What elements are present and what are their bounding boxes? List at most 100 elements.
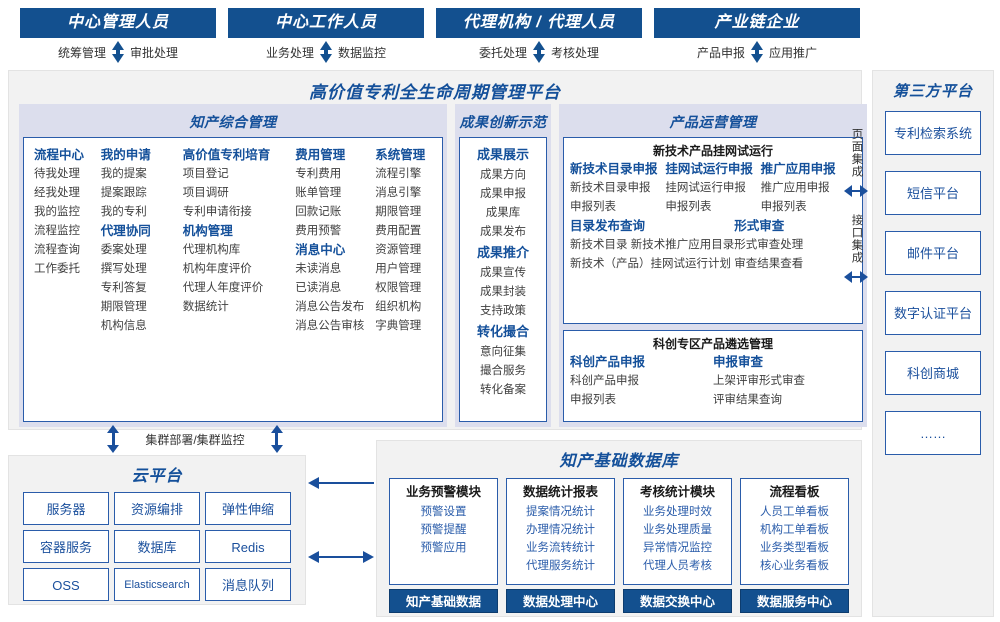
- menu-item[interactable]: 数据统计: [182, 301, 229, 313]
- menu-item[interactable]: 成果申报: [480, 188, 526, 200]
- menu-item[interactable]: 账单管理: [295, 187, 342, 199]
- menu-item[interactable]: 权限管理: [375, 282, 422, 294]
- menu-item[interactable]: 成果宣传: [480, 267, 526, 279]
- menu-item[interactable]: 申报列表: [570, 201, 616, 213]
- menu-item[interactable]: 流程监控: [34, 225, 80, 237]
- menu-item[interactable]: 新技术目录 新技术推广应用目录: [570, 239, 735, 251]
- third-party-item[interactable]: ……: [885, 411, 981, 455]
- cloud-cell[interactable]: Redis: [205, 530, 291, 563]
- third-party-item[interactable]: 专利检索系统: [885, 111, 981, 155]
- role-arrow-icon: [751, 41, 763, 63]
- menu-item[interactable]: 申报列表: [760, 201, 807, 213]
- cloud-cell[interactable]: 数据库: [114, 530, 200, 563]
- menu-item[interactable]: 推广应用申报: [760, 182, 830, 194]
- menu-item[interactable]: 形式审查处理: [734, 239, 804, 251]
- menu-item[interactable]: 消息引擎: [375, 187, 422, 199]
- menu-item[interactable]: 委案处理: [100, 244, 147, 256]
- menu-item[interactable]: 待我处理: [34, 168, 80, 180]
- menu-item[interactable]: 我的监控: [34, 206, 80, 218]
- menu-item[interactable]: 流程查询: [34, 244, 80, 256]
- cloud-cell[interactable]: 服务器: [23, 492, 109, 525]
- cloud-cell[interactable]: 消息队列: [205, 568, 291, 601]
- cloud-cell[interactable]: Elasticsearch: [114, 568, 200, 601]
- cloud-cell[interactable]: 资源编排: [114, 492, 200, 525]
- menu-item[interactable]: 项目调研: [182, 187, 229, 199]
- menu-item[interactable]: 成果库: [485, 207, 521, 219]
- menu-item[interactable]: 成果发布: [480, 226, 526, 238]
- third-party-item[interactable]: 科创商城: [885, 351, 981, 395]
- database-item[interactable]: 预警设置: [420, 506, 467, 518]
- database-item[interactable]: 异常情况监控: [643, 542, 712, 554]
- menu-item[interactable]: 机构信息: [100, 320, 147, 332]
- menu-item[interactable]: 新技术（产品）挂网试运行计划: [570, 258, 731, 270]
- menu-item[interactable]: 申报列表: [570, 394, 616, 406]
- menu-item[interactable]: 专利申请衔接: [182, 206, 252, 218]
- menu-item[interactable]: 提案跟踪: [100, 187, 147, 199]
- database-item[interactable]: 业务流转统计: [526, 542, 595, 554]
- cloud-cell[interactable]: 容器服务: [23, 530, 109, 563]
- database-item[interactable]: 预警提醒: [420, 524, 467, 536]
- database-item[interactable]: 提案情况统计: [526, 506, 595, 518]
- menu-item[interactable]: 资源管理: [375, 244, 422, 256]
- menu-item[interactable]: 机构年度评价: [182, 263, 252, 275]
- database-item[interactable]: 代理服务统计: [526, 560, 595, 572]
- database-item[interactable]: 代理人员考核: [643, 560, 712, 572]
- menu-item[interactable]: 消息公告发布: [295, 301, 365, 313]
- database-item[interactable]: 办理情况统计: [526, 524, 595, 536]
- database-item[interactable]: 业务类型看板: [760, 542, 829, 554]
- database-item[interactable]: 预警应用: [420, 542, 467, 554]
- menu-item[interactable]: 撰写处理: [100, 263, 147, 275]
- third-party-item[interactable]: 数字认证平台: [885, 291, 981, 335]
- cloud-cell[interactable]: OSS: [23, 568, 109, 601]
- menu-item[interactable]: 工作委托: [34, 263, 80, 275]
- database-footer-button[interactable]: 数据处理中心: [506, 589, 615, 613]
- menu-item[interactable]: 上架评审形式审查: [713, 375, 805, 387]
- database-footer-button[interactable]: 数据服务中心: [740, 589, 849, 613]
- menu-item[interactable]: 未读消息: [295, 263, 342, 275]
- menu-item[interactable]: 成果封装: [480, 286, 526, 298]
- database-item[interactable]: 人员工单看板: [760, 506, 829, 518]
- menu-item[interactable]: 流程引擎: [375, 168, 422, 180]
- menu-item[interactable]: 代理机构库: [182, 244, 241, 256]
- menu-item[interactable]: 支持政策: [480, 305, 526, 317]
- menu-item[interactable]: 用户管理: [375, 263, 422, 275]
- menu-item[interactable]: 意向征集: [480, 346, 526, 358]
- menu-item[interactable]: 字典管理: [375, 320, 422, 332]
- database-item[interactable]: 业务处理时效: [643, 506, 712, 518]
- menu-item[interactable]: 申报列表: [665, 201, 712, 213]
- menu-item[interactable]: 回款记账: [295, 206, 342, 218]
- menu-group-title: 机构管理: [182, 224, 233, 238]
- menu-item[interactable]: 评审结果查询: [713, 394, 782, 406]
- database-item[interactable]: 业务处理质量: [643, 524, 712, 536]
- menu-item[interactable]: 专利答复: [100, 282, 147, 294]
- menu-item[interactable]: 期限管理: [100, 301, 147, 313]
- menu-item[interactable]: 审查结果查看: [734, 258, 804, 270]
- database-item[interactable]: 机构工单看板: [760, 524, 829, 536]
- menu-item[interactable]: 费用配置: [375, 225, 422, 237]
- cloud-cell[interactable]: 弹性伸缩: [205, 492, 291, 525]
- database-item[interactable]: 核心业务看板: [760, 560, 829, 572]
- menu-item[interactable]: 挂网试运行申报: [665, 182, 746, 194]
- menu-item[interactable]: 科创产品申报: [570, 375, 639, 387]
- menu-item[interactable]: 撮合服务: [480, 365, 526, 377]
- menu-item[interactable]: 成果方向: [480, 169, 526, 181]
- menu-item[interactable]: 新技术目录申报: [570, 182, 651, 194]
- menu-item[interactable]: 项目登记: [182, 168, 229, 180]
- menu-item[interactable]: 组织机构: [375, 301, 422, 313]
- database-footer-button[interactable]: 知产基础数据: [389, 589, 498, 613]
- menu-item[interactable]: 期限管理: [375, 206, 422, 218]
- third-party-item[interactable]: 短信平台: [885, 171, 981, 215]
- menu-item[interactable]: 费用预警: [295, 225, 342, 237]
- menu-item[interactable]: 经我处理: [34, 187, 80, 199]
- product-column: 目录发布查询新技术目录 新技术推广应用目录新技术（产品）挂网试运行计划: [570, 217, 734, 274]
- database-footer-button[interactable]: 数据交换中心: [623, 589, 732, 613]
- menu-item[interactable]: 代理人年度评价: [182, 282, 264, 294]
- menu-item[interactable]: 专利费用: [295, 168, 342, 180]
- menu-item[interactable]: 已读消息: [295, 282, 342, 294]
- menu-item[interactable]: 我的提案: [100, 168, 147, 180]
- menu-item[interactable]: 消息公告审核: [295, 320, 365, 332]
- third-party-item[interactable]: 邮件平台: [885, 231, 981, 275]
- menu-item[interactable]: 转化备案: [480, 384, 526, 396]
- menu-item[interactable]: 我的专利: [100, 206, 147, 218]
